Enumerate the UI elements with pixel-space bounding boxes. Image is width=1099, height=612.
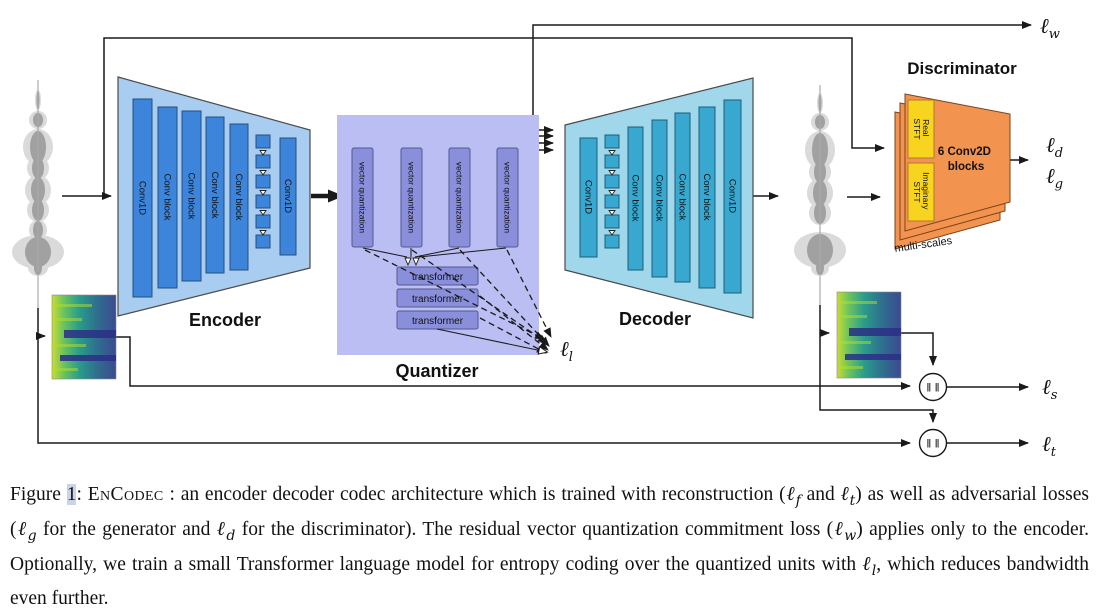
encoder-lstm-arrows — [259, 150, 267, 236]
spectral-distance-node: ‖ ‖ — [918, 372, 948, 402]
discriminator-block: Real STFT Imaginary STFT 6 Conv2D blocks… — [894, 59, 1017, 255]
decoder-bars — [579, 99, 742, 294]
encoder-conv1d-label: Conv1D — [282, 179, 293, 213]
real-stft-box — [907, 99, 935, 159]
transformer-labels: transformer transformer transformer — [412, 272, 464, 327]
imaginary-stft-box — [907, 162, 935, 222]
encoder-conv1d-label: Conv1D — [137, 181, 148, 215]
encoder-conv-block-label: Conv block — [233, 174, 244, 221]
imaginary-stft-label: Imaginary STFT — [912, 172, 931, 212]
real-stft-label: Real STFT — [912, 118, 931, 139]
decoded-waveform — [794, 85, 846, 276]
loss-ld: ℓd — [1046, 133, 1063, 161]
loss-lt: ℓt — [1042, 432, 1057, 460]
encoder-title: Encoder — [189, 310, 261, 330]
loss-lg: ℓg — [1046, 164, 1063, 192]
entropy-loss-dashed-lines — [364, 249, 552, 354]
decoder-conv-block-label: Conv block — [654, 175, 665, 222]
loss-lw: ℓw — [1040, 14, 1060, 42]
decoder-conv1d-label: Conv1D — [727, 179, 738, 213]
encoder-conv-block-label: Conv block — [186, 173, 197, 220]
time-distance-node: ‖ ‖ — [918, 428, 948, 458]
norm-symbol: ‖ ‖ — [926, 381, 939, 395]
vector-quantization-label: vector quantization — [503, 162, 513, 234]
transformer-input-arrowhead — [412, 257, 420, 267]
quantizer-title: Quantizer — [395, 361, 478, 381]
encoder-conv-block-label: Conv block — [162, 174, 173, 221]
figure-caption: Figure 1: EnCodec : an encoder decoder c… — [10, 482, 1090, 609]
decoded-spectrogram-to-ls-line — [901, 332, 937, 366]
encoder-bar-labels: Conv1D Conv block Conv block Conv block … — [137, 172, 294, 221]
conv2d-blocks-label: 6 Conv2D blocks — [938, 146, 994, 173]
decoder-conv1d-label: Conv1D — [583, 180, 594, 214]
original-spectrogram-to-ls-line — [116, 336, 911, 390]
original-mel-spectrogram — [51, 294, 117, 380]
vector-quantization-label: vector quantization — [407, 162, 417, 234]
decoded-audio-to-lt-line — [819, 305, 937, 423]
original-audio-to-discriminator-line — [103, 37, 885, 196]
decoder-bar-labels: Conv1D Conv block Conv block Conv block … — [583, 174, 738, 222]
decoder-conv-block-label: Conv block — [677, 174, 688, 221]
transformer-label: transformer — [412, 272, 464, 283]
input-waveform — [12, 80, 64, 276]
loss-ls: ℓs — [1042, 375, 1058, 403]
decoder-lstm-arrows — [608, 150, 616, 236]
loss-labels: ℓw ℓd ℓg ℓl ℓs ℓt — [560, 14, 1063, 460]
encoder-bars — [132, 98, 297, 298]
norm-symbol: ‖ ‖ — [926, 437, 939, 451]
original-audio-time-loss-line — [37, 308, 911, 447]
lw-loss-line — [532, 21, 1032, 115]
decoder-block: Conv1D Conv block Conv block Conv block … — [564, 77, 754, 329]
encoder-block: Conv1D Conv block Conv block Conv block … — [117, 76, 311, 330]
vq-labels: vector quantization vector quantization … — [358, 162, 513, 234]
encodec-architecture-diagram: Conv1D Conv block Conv block Conv block … — [12, 14, 1063, 460]
transformer-input-arrowhead — [404, 257, 412, 267]
decoder-conv-block-label: Conv block — [701, 174, 712, 221]
transformer-label: transformer — [412, 316, 464, 327]
vq-bars — [351, 147, 519, 248]
vector-quantization-label: vector quantization — [358, 162, 368, 234]
discriminator-title: Discriminator — [907, 59, 1017, 78]
loss-ll: ℓl — [560, 337, 573, 365]
decoder-title: Decoder — [619, 309, 691, 329]
vector-quantization-label: vector quantization — [455, 162, 465, 234]
decoder-conv-block-label: Conv block — [630, 175, 641, 222]
quantizer-block: vector quantization vector quantization … — [337, 115, 552, 381]
transformer-to-ll-arrow — [436, 328, 549, 355]
transformer-label: transformer — [412, 294, 464, 305]
encoder-conv-block-label: Conv block — [209, 172, 220, 219]
decoded-mel-spectrogram — [836, 291, 902, 379]
